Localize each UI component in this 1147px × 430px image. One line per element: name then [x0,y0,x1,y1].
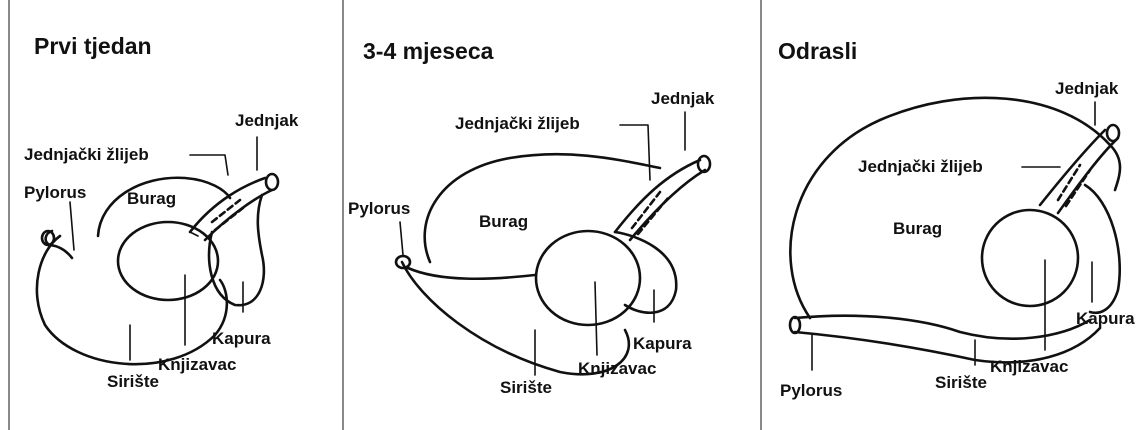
p1-pylorus-ring [40,229,56,247]
p2-label-siriste: Sirište [500,378,552,397]
p2-burag-shape [423,152,662,264]
p2-label-kapura: Kapura [633,334,692,353]
p2-label-burag: Burag [479,212,529,231]
p3-label-jednjacki-zlijeb: Jednjački žlijeb [858,157,983,176]
p2-knjizavac-shape [534,229,642,327]
panel-2-title: 3-4 mjeseca [363,38,494,64]
p1-label-jednjacki-zlijeb: Jednjački žlijeb [24,145,149,164]
p2-label-knjizavac: Knjizavac [578,359,657,378]
p1-label-pylorus: Pylorus [24,183,87,202]
p1-kapura-shape [207,193,266,307]
p3-label-siriste: Sirište [935,373,987,392]
panel-3-title: Odrasli [778,38,858,64]
p1-burag-shape [96,176,232,238]
p2-pylorus-ring [394,254,412,270]
panel-2-drawing [394,111,712,376]
p1-leader-zlijeb [189,154,229,176]
p2-label-jednjacki-zlijeb: Jednjački žlijeb [455,114,580,133]
p1-label-siriste: Sirište [107,372,159,391]
p1-leader-burag [189,231,199,237]
p2-groove [630,190,670,236]
p1-label-jednjak: Jednjak [235,111,299,130]
p3-kapura-shape [1083,183,1122,315]
p3-pylorus-ring [788,315,802,335]
p3-burag-shape [789,96,1122,320]
p3-groove [1056,163,1092,208]
panel-divider-1 [342,0,344,430]
p2-leader-pylorus [399,221,404,256]
p3-label-jednjak: Jednjak [1055,79,1119,98]
panel-3-drawing [788,96,1122,371]
p2-label-pylorus: Pylorus [348,199,411,218]
p1-leader-pylorus [69,201,75,251]
p2-leader-knjizavac [594,281,598,356]
p3-jednjak-ring [1105,123,1121,143]
p3-knjizavac-shape [980,208,1080,308]
p1-siriste-shape [35,234,229,366]
p3-label-pylorus: Pylorus [780,381,843,400]
p2-jednjak-shape [613,158,707,242]
p1-label-kapura: Kapura [212,329,271,348]
panel-divider-2 [760,0,762,430]
p3-label-knjizavac: Knjizavac [990,357,1069,376]
p2-siriste-top [406,266,537,281]
p1-knjizavac-shape [116,220,220,302]
p1-groove [210,198,245,232]
panel-1-drawing [35,136,280,366]
p2-label-jednjak: Jednjak [651,89,715,108]
p2-jednjak-ring [696,154,712,174]
panel-left-border [8,0,10,430]
p3-siriste-shape [793,314,1092,340]
p2-siriste-shape [400,260,631,376]
p1-label-knjizavac: Knjizavac [158,355,237,374]
p2-kapura-shape [613,230,678,315]
p1-jednjak-ring [264,172,280,192]
p1-label-burag: Burag [127,189,177,208]
panel-1-title: Prvi tjedan [34,33,152,59]
p3-label-burag: Burag [893,219,943,238]
p2-leader-zlijeb [619,124,651,181]
p3-label-kapura: Kapura [1076,309,1135,328]
